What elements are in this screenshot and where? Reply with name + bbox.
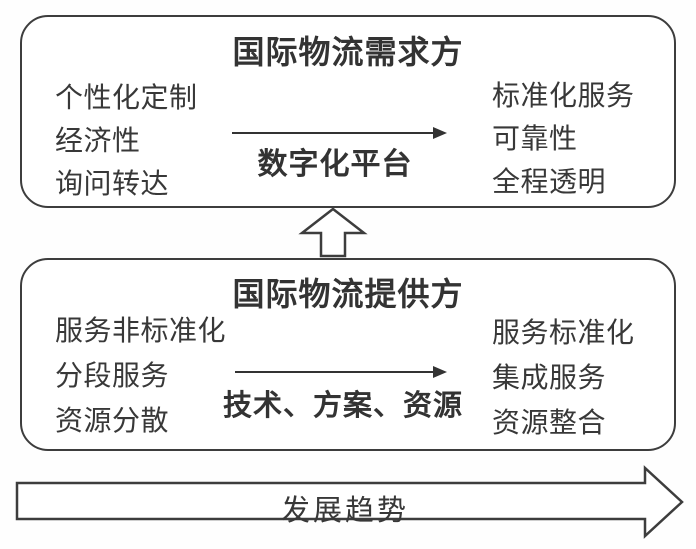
trend-block-arrow-icon [15,465,684,539]
trend-arrow-label: 发展趋势 [280,495,410,527]
list-item: 经济性 [55,125,141,156]
right-arrow-icon-bottom [235,366,447,378]
demand-left-list: 个性化定制 经济性 询问转达 [55,76,198,205]
list-item: 全程透明 [492,166,607,197]
list-item: 服务标准化 [492,317,635,348]
list-item: 分段服务 [55,360,170,391]
list-item: 服务非标准化 [55,315,227,346]
demand-arrow-label: 数字化平台 [257,148,413,181]
provider-right-list: 服务标准化 集成服务 资源整合 [492,310,635,445]
provider-left-list: 服务非标准化 分段服务 资源分散 [55,308,226,443]
list-item: 资源分散 [55,405,170,436]
demand-box-title: 国际物流需求方 [232,34,464,70]
list-item: 可靠性 [492,123,578,154]
list-item: 标准化服务 [492,80,635,111]
demand-right-list: 标准化服务 可靠性 全程透明 [492,74,635,203]
list-item: 集成服务 [492,362,607,393]
provider-arrow-label: 技术、方案、资源 [222,390,464,422]
right-arrow-icon-top [232,127,447,139]
demand-box [20,15,676,208]
up-block-arrow-icon [298,207,368,258]
list-item: 询问转达 [55,168,170,199]
list-item: 个性化定制 [55,82,198,113]
list-item: 资源整合 [492,407,607,438]
provider-box-title: 国际物流提供方 [232,276,464,312]
provider-box [20,258,676,451]
